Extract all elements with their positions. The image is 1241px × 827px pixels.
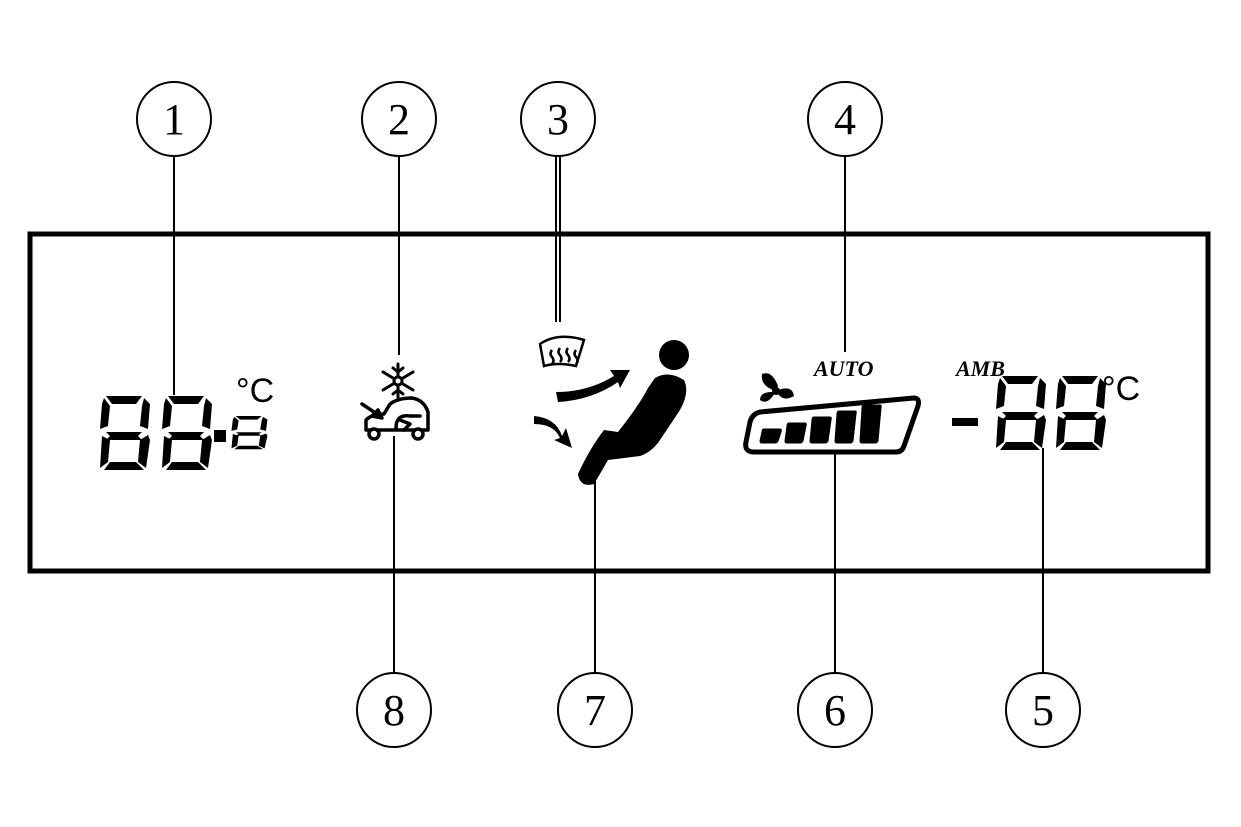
car-recirculation-icon [360, 396, 430, 441]
airflow-arrow-lower [534, 416, 572, 448]
ambient-temp-unit: °C [1102, 370, 1140, 408]
callout-label-4: 4 [834, 95, 856, 144]
callout-3: 3 [520, 81, 596, 157]
ambient-label: AMB [954, 356, 1005, 381]
fan-speed-segment-3 [809, 416, 832, 444]
callout-label-7: 7 [584, 686, 606, 735]
set-temp-digit-3 [231, 416, 268, 450]
callout-label-8: 8 [383, 686, 405, 735]
set-temp-digit-2 [162, 396, 212, 470]
callout-7: 7 [557, 672, 633, 748]
callout-label-1: 1 [163, 95, 185, 144]
snowflake-icon [381, 362, 415, 400]
callout-label-3: 3 [547, 95, 569, 144]
auto-indicator: AUTO [812, 356, 874, 381]
set-temp-digit-1 [100, 396, 150, 470]
fan-speed-segment-1 [759, 428, 782, 444]
set-temp-decimal-point [214, 430, 226, 442]
callout-2: 2 [361, 81, 437, 157]
ambient-temperature-display: °C [952, 370, 1140, 450]
lcd-frame [27, 231, 1211, 574]
callout-4: 4 [807, 81, 883, 157]
callout-label-5: 5 [1032, 686, 1054, 735]
fan-speed-bar [743, 395, 921, 455]
airflow-arrow-upper [556, 370, 630, 402]
fan-speed-segment-5 [859, 404, 882, 444]
ambient-digit-2 [1056, 376, 1106, 450]
callout-6: 6 [797, 672, 873, 748]
fan-icon [760, 373, 794, 402]
leader-lines [173, 156, 1044, 674]
set-temp-unit: °C [236, 372, 274, 410]
fan-speed-segments [759, 404, 882, 444]
callout-8: 8 [356, 672, 432, 748]
callout-1: 1 [136, 81, 212, 157]
windshield-defrost-icon [538, 335, 586, 368]
set-temperature-display: °C [100, 372, 274, 470]
fan-speed-segment-2 [784, 422, 807, 444]
callout-label-2: 2 [388, 95, 410, 144]
seated-person-airflow-icon [534, 340, 689, 485]
ambient-digit-1 [996, 376, 1046, 450]
fan-speed-segment-4 [834, 410, 857, 444]
callout-5: 5 [1005, 672, 1081, 748]
person-body [578, 374, 687, 485]
callout-label-6: 6 [824, 686, 846, 735]
ambient-minus-sign [952, 418, 978, 426]
person-head [659, 340, 689, 370]
